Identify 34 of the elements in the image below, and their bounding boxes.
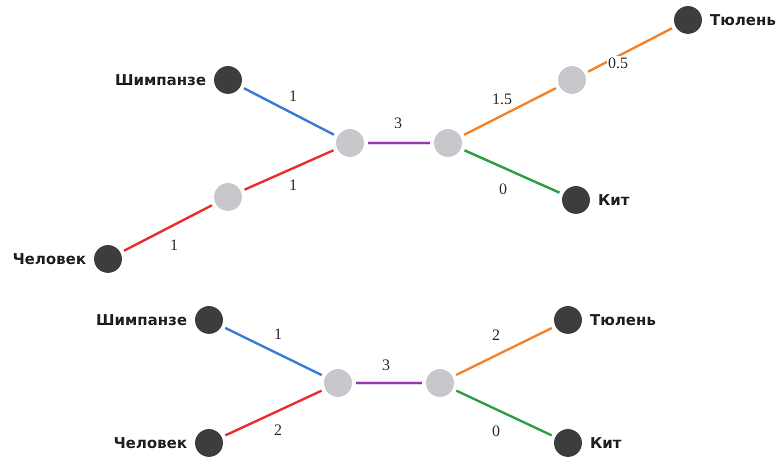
species-label: Человек <box>114 434 187 452</box>
species-node <box>562 186 590 214</box>
species-node <box>554 306 582 334</box>
species-label: Кит <box>590 434 622 452</box>
species-label: Шимпанзе <box>114 71 206 89</box>
species-label: Человек <box>12 250 86 268</box>
branch-line <box>356 382 422 384</box>
branch-line <box>587 27 673 73</box>
species-node <box>674 6 702 34</box>
branch-line <box>456 326 552 376</box>
ancestor-node <box>558 66 586 94</box>
ancestor-node <box>336 129 364 157</box>
branch-line <box>243 87 335 136</box>
ancestor-node <box>426 369 454 397</box>
species-node <box>195 429 223 457</box>
species-node <box>214 66 242 94</box>
branch-line <box>224 326 322 376</box>
species-label: Кит <box>598 191 630 209</box>
branch-line <box>368 142 430 144</box>
branch-line <box>244 149 334 191</box>
ancestor-node <box>434 129 462 157</box>
branch-line <box>123 204 213 252</box>
branch-line <box>224 389 322 437</box>
ancestor-node <box>214 183 242 211</box>
ancestor-node <box>324 369 352 397</box>
species-label: Тюлень <box>710 11 776 29</box>
species-label: Шимпанзе <box>96 311 187 329</box>
branch-line <box>456 390 552 436</box>
species-node <box>195 306 223 334</box>
species-node <box>94 245 122 273</box>
species-node <box>554 429 582 457</box>
species-label: Тюлень <box>590 311 656 329</box>
branch-line <box>464 149 560 194</box>
branch-line <box>463 87 557 136</box>
